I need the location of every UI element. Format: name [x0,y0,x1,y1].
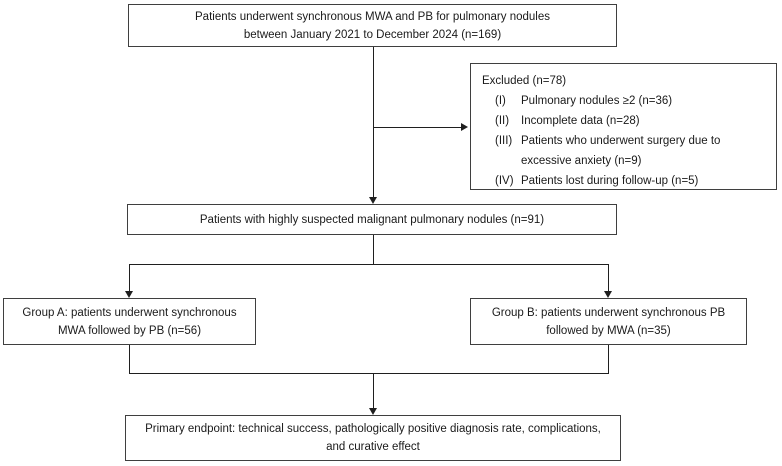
arrowhead-suspected-icon [369,197,377,204]
enrollment-line1: Patients underwent synchronous MWA and P… [195,10,550,23]
connector-merge-to-endpoint-line [373,373,374,408]
box-enrollment: Patients underwent synchronous MWA and P… [128,4,617,47]
group-b-line1: Group B: patients underwent synchronous … [491,306,726,319]
connector-merge-bar-line [129,373,609,374]
arrowhead-group-b-icon [604,291,612,298]
connector-split-to-group-b-line [608,264,609,291]
box-suspected: Patients with highly suspected malignant… [127,204,617,235]
arrowhead-group-a-icon [125,291,133,298]
connector-split-bar-line [129,264,609,265]
suspected-line1: Patients with highly suspected malignant… [199,213,545,226]
arrowhead-excluded-icon [461,123,468,131]
excluded-item-1-numeral: (I) [495,95,506,107]
endpoint-line1: Primary endpoint: technical success, pat… [145,423,601,435]
excluded-item-3: (III) Patients who underwent surgery due… [482,131,772,171]
endpoint-line2: and curative effect [326,441,420,453]
connector-group-b-to-merge-line [608,345,609,373]
box-group-b: Group B: patients underwent synchronous … [470,298,747,345]
enrollment-line2: between January 2021 to December 2024 (n… [243,28,502,41]
connector-suspected-to-split-line [373,235,374,264]
box-endpoint: Primary endpoint: technical success, pat… [125,415,621,461]
excluded-item-1-text: Pulmonary nodules ≥2 (n=36) [521,95,673,107]
excluded-item-4-numeral: (IV) [495,175,514,187]
connector-split-to-group-a-line [129,264,130,291]
group-a-line2: MWA followed by PB (n=56) [57,324,202,337]
box-excluded: Excluded (n=78) (I) Pulmonary nodules ≥2… [470,63,777,190]
excluded-item-2-text: Incomplete data (n=28) [521,115,640,127]
excluded-item-4-text: Patients lost during follow-up (n=5) [521,175,699,187]
excluded-item-3-text: Patients who underwent surgery due to ex… [521,135,721,167]
group-a-line1: Group A: patients underwent synchronous [22,306,237,319]
connector-enrollment-to-suspected-line [373,47,374,197]
excluded-item-2-numeral: (II) [495,115,510,127]
excluded-item-4: (IV) Patients lost during follow-up (n=5… [482,171,772,191]
connector-group-a-to-merge-line [129,345,130,373]
group-b-line2: followed by MWA (n=35) [546,324,671,337]
excluded-item-1: (I) Pulmonary nodules ≥2 (n=36) [482,91,772,111]
connector-excluded-branch-line [373,127,461,128]
excluded-title: Excluded (n=78) [482,75,567,87]
box-group-a: Group A: patients underwent synchronous … [3,298,256,345]
excluded-item-3-numeral: (III) [495,135,513,147]
arrowhead-endpoint-icon [369,408,377,415]
excluded-item-2: (II) Incomplete data (n=28) [482,111,772,131]
